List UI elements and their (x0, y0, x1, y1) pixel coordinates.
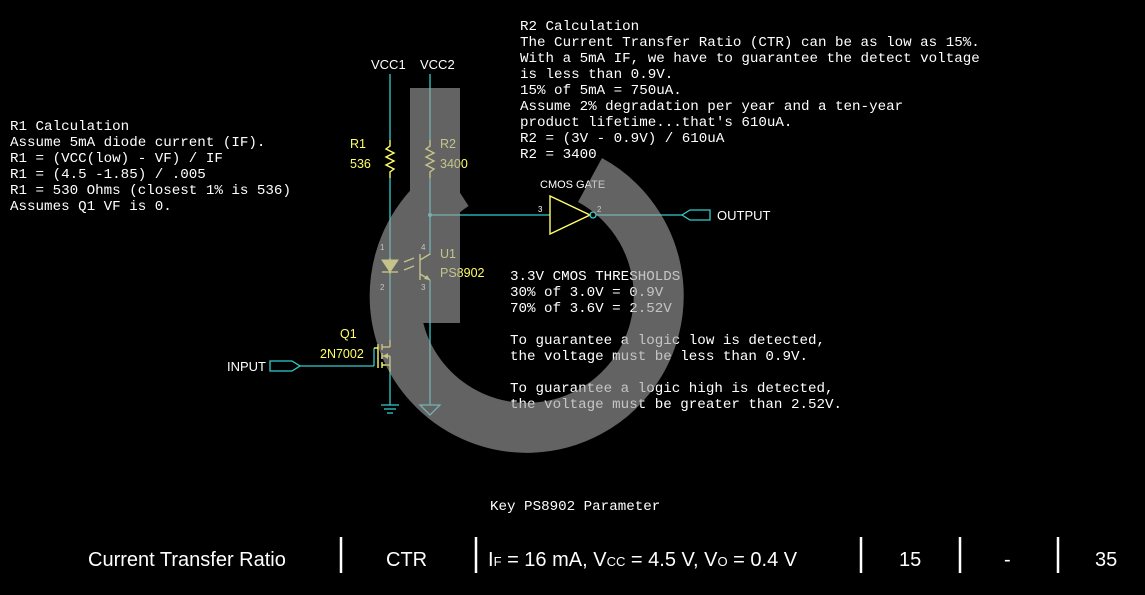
vcc2-label: VCC2 (420, 57, 455, 72)
typ-cell: - (1004, 549, 1011, 571)
r1-note-line: R1 Calculation (10, 119, 129, 135)
vcc1-label: VCC1 (371, 57, 406, 72)
output-label: OUTPUT (717, 208, 771, 223)
input-port (269, 360, 302, 372)
r2-note-line: Assume 2% degradation per year and a ten… (520, 99, 903, 115)
conditions-cell: IF = 16 mA, VCC = 4.5 V, VO = 0.4 V (488, 549, 798, 571)
threshold-note-line: 70% of 3.6V = 2.52V (510, 301, 672, 317)
threshold-note-line: 30% of 3.0V = 0.9V (510, 285, 664, 301)
r1-note-line: R1 = (4.5 -1.85) / .005 (10, 167, 206, 183)
r2-note-line: With a 5mA IF, we have to guarantee the … (520, 51, 980, 67)
pin-number: 3 (538, 205, 543, 214)
q1-part-label: 2N7002 (320, 347, 364, 361)
r2-note-line: product lifetime...that's 610uA. (520, 115, 792, 131)
r1-calculation-notes: R1 Calculation Assume 5mA diode current … (10, 119, 299, 215)
r1-note-line: R1 = (VCC(low) - VF) / IF (10, 151, 223, 167)
symbol-cell: CTR (386, 549, 427, 571)
r1-value-label: 536 (350, 157, 371, 171)
r2-calculation-notes: R2 Calculation The Current Transfer Rati… (520, 19, 988, 163)
r2-note-line: R2 = (3V - 0.9V) / 610uA (520, 131, 725, 147)
r1-note-line: Assumes Q1 VF is 0. (10, 199, 172, 215)
threshold-note-line: To guarantee a logic high is detected, (510, 381, 834, 397)
ground-symbol-q1 (381, 404, 399, 414)
parameter-cell: Current Transfer Ratio (88, 549, 286, 571)
table-caption: Key PS8902 Parameter (490, 499, 660, 515)
r2-note-line: R2 Calculation (520, 19, 639, 35)
power-watermark-icon (369, 88, 684, 453)
r1-note-line: R1 = 530 Ohms (closest 1% is 536) (10, 183, 291, 199)
r2-note-line: is less than 0.9V. (520, 67, 673, 83)
q1-ref-label: Q1 (340, 327, 357, 341)
min-cell: 15 (899, 549, 921, 571)
r2-note-line: The Current Transfer Ratio (CTR) can be … (520, 35, 980, 51)
output-port (680, 209, 711, 221)
r1-ref-label: R1 (350, 137, 366, 151)
max-cell: 35 (1095, 549, 1117, 571)
table-row: Current Transfer Ratio CTR IF = 16 mA, V… (88, 537, 1117, 573)
r1-note-line: Assume 5mA diode current (IF). (10, 135, 265, 151)
r2-note-line: R2 = 3400 (520, 147, 597, 163)
cmos-buffer-gate (549, 194, 597, 236)
input-label: INPUT (227, 359, 266, 374)
r2-note-line: 15% of 5mA = 750uA. (520, 83, 682, 99)
resistor-r1 (384, 140, 396, 178)
